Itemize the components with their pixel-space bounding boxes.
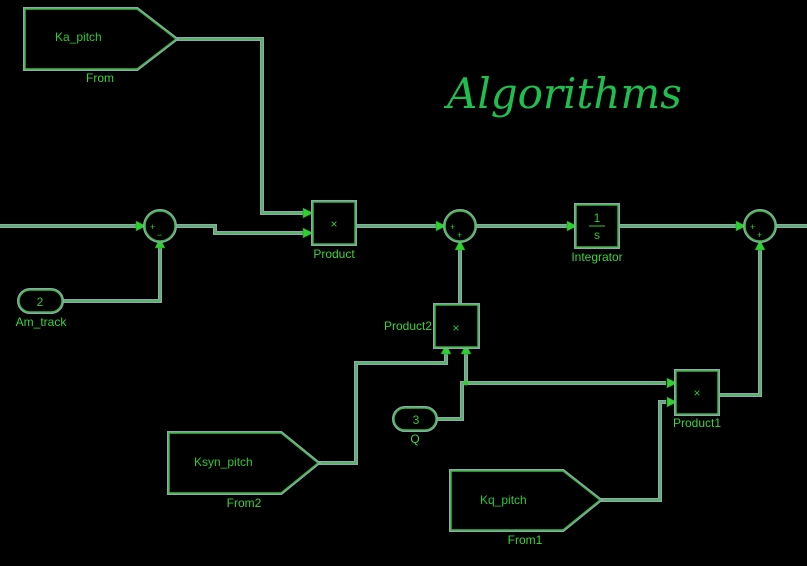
arrow-product1-in2 [666, 396, 678, 408]
from1-block-kq-pitch[interactable]: Kq_pitch From1 [449, 469, 604, 547]
product2-block[interactable]: × Product2 [384, 303, 480, 349]
integrator-name: Integrator [571, 250, 622, 264]
sum3-sign-bottom: + [757, 230, 762, 240]
constant-block-am-track[interactable]: 2 Am_track [16, 288, 68, 329]
from1-block-name: From1 [508, 533, 543, 547]
arrow-sum2-bottom-in [454, 239, 466, 251]
constant-block-q[interactable]: 3 Q [392, 406, 438, 446]
arrow-product-in1 [302, 207, 314, 219]
q-name: Q [410, 432, 419, 446]
sum2-sign-left: + [450, 222, 455, 232]
arrow-sum2-in [435, 220, 447, 232]
product1-block[interactable]: × Product1 [673, 369, 721, 430]
from-block-ka-pitch[interactable]: Ka_pitch From [23, 7, 180, 85]
from-signal-label: Ka_pitch [55, 30, 102, 44]
integrator-block[interactable]: 1 s Integrator [571, 203, 623, 264]
arrow-sum3-bottom-in [754, 239, 766, 251]
am-track-value: 2 [37, 295, 44, 309]
product-symbol: × [330, 217, 337, 231]
from2-block-ksyn-pitch[interactable]: Ksyn_pitch From2 [167, 431, 322, 510]
sum-block-3[interactable]: + + [743, 209, 777, 243]
product2-name: Product2 [384, 319, 432, 333]
wire-from-to-product[interactable] [176, 37, 310, 215]
from2-signal-label: Ksyn_pitch [194, 455, 253, 469]
sum-block-2[interactable]: + + [443, 209, 477, 243]
from1-signal-label: Kq_pitch [480, 493, 527, 507]
q-value: 3 [413, 413, 420, 427]
arrow-sum1-in [135, 220, 147, 232]
sum1-sign-left: + [150, 222, 155, 232]
wire-amtrack-to-sum1[interactable] [62, 241, 162, 303]
arrow-product1-in1 [666, 377, 678, 389]
wire-product1-to-sum3[interactable] [718, 243, 762, 397]
arrowheads [135, 207, 766, 408]
product1-symbol: × [693, 386, 700, 400]
sum-block-1[interactable]: + − [143, 209, 177, 243]
product-name: Product [313, 247, 355, 261]
product2-symbol: × [452, 321, 459, 335]
wire-from1-to-product1[interactable] [600, 400, 666, 502]
diagram-title: Algorithms [443, 69, 682, 118]
wire-from2-to-product2[interactable] [318, 347, 448, 465]
from2-block-name: From2 [227, 496, 262, 510]
branch-point [463, 380, 469, 386]
arrow-product-in2 [302, 227, 314, 239]
product1-name: Product1 [673, 416, 721, 430]
integrator-denominator: s [594, 228, 600, 242]
from-block-name: From [86, 71, 114, 85]
arrow-integrator-in [566, 220, 578, 232]
am-track-name: Am_track [16, 315, 68, 329]
sum2-sign-bottom: + [457, 230, 462, 240]
integrator-numerator: 1 [594, 211, 601, 225]
arrow-sum3-in [735, 220, 747, 232]
sum3-sign-left: + [750, 222, 755, 232]
wire-q-to-product2-and-product1[interactable] [436, 347, 666, 421]
product-block[interactable]: × Product [311, 200, 357, 261]
wire-sum1-to-product[interactable] [176, 224, 310, 235]
sum1-sign-bottom: − [157, 230, 162, 240]
